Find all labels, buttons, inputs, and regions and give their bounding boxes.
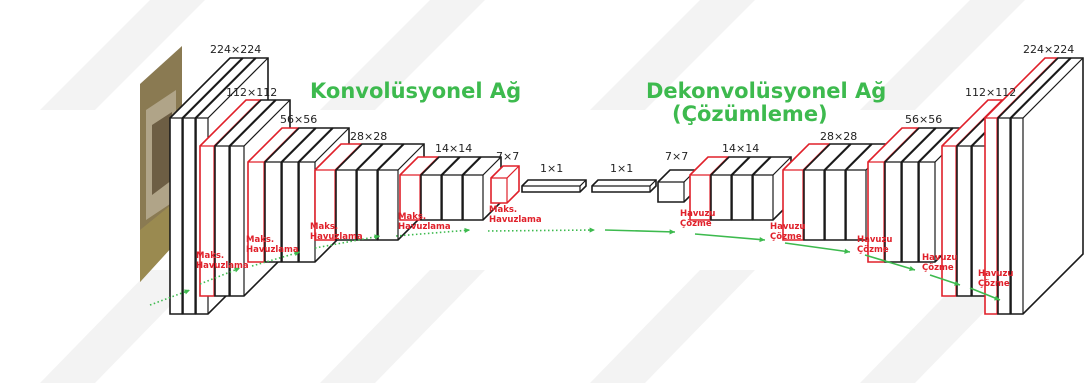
flow-arrow-head-3 [294,251,300,257]
pool-label-2-line1: Maks. [246,235,274,245]
pool-label-3-line2: Havuzlama [310,232,363,242]
flow-arrow-head-12 [994,295,1000,301]
flow-arrow-8 [694,233,766,241]
unpool-label-5-line2: Çözme [978,279,1010,289]
pool-label-4-line2: Havuzlama [398,222,451,232]
dim-label-enc-7: 7×7 [496,150,519,163]
dim-label-enc-14: 14×14 [435,142,472,155]
flow-arrow-head-7 [669,229,675,235]
decoder-subtitle: (Çözümleme) [672,102,828,126]
unpool-label-3-line1: Havuzu [857,235,892,245]
flow-arrow-9 [784,242,851,253]
dim-label-enc-112: 112×112 [226,86,277,99]
flow-arrow-7 [604,229,676,233]
flow-arrow-head-10 [909,265,915,271]
flow-arrow-6 [487,229,596,232]
unpool-label-3-line2: Çözme [857,245,889,255]
flow-arrow-head-1 [184,289,190,295]
pool-label-1-line1: Maks. [196,251,224,261]
dim-label-dec-224: 224×224 [1023,43,1074,56]
unpool-label-4-line1: Havuzu [922,253,957,263]
pool-label-1-line2: Havuzlama [196,261,249,271]
flow-arrows [149,227,1001,306]
dec-block-6-layer-3 [1010,57,1084,315]
flow-arrow-3 [251,251,301,267]
flow-arrow-head-8 [759,236,765,243]
unpool-label-1-line1: Havuzu [680,209,715,219]
dim-label-dec-112: 112×112 [965,86,1016,99]
dim-label-dec-7: 7×7 [665,150,688,163]
pool-label-4-line1: Maks. [398,212,426,222]
dim-label-enc-224: 224×224 [210,43,261,56]
dim-label-enc-28: 28×28 [350,130,387,143]
flow-arrow-head-9 [844,248,850,254]
decoder-title: Dekonvolüsyonel Ağ [646,79,886,103]
flow-arrow-head-6 [589,227,595,233]
unpool-label-2-line2: Çözme [770,232,802,242]
encoder-title: Konvolüsyonel Ağ [310,79,521,103]
dim-label-dec-56: 56×56 [905,113,942,126]
flow-arrow-head-2 [234,267,240,273]
unpool-label-4-line2: Çözme [922,263,954,273]
pool-label-5-line2: Havuzlama [489,215,542,225]
unpool-label-2-line1: Havuzu [770,222,805,232]
unpool-label-1-line2: Çözme [680,219,712,229]
flow-arrow-head-11 [954,280,960,286]
dim-label-dec-28: 28×28 [820,130,857,143]
pool-label-3-line1: Maks. [310,222,338,232]
pool-label-2-line2: Havuzlama [246,245,299,255]
flow-arrow-1 [149,289,191,306]
layer-stack [169,57,1084,315]
dim-label-fc2: 1×1 [610,162,633,175]
dim-label-dec-14: 14×14 [722,142,759,155]
dim-label-enc-56: 56×56 [280,113,317,126]
pool-label-5-line1: Maks. [489,205,517,215]
watermark [40,0,1025,383]
flow-arrow-head-5 [464,227,470,234]
flow-arrow-4 [314,235,381,249]
enc-block-6-layer-1 [490,165,520,204]
flow-arrow-5 [395,229,471,237]
flow-arrow-head-4 [374,234,380,240]
unpool-label-5-line1: Havuzu [978,269,1013,279]
dim-label-fc1: 1×1 [540,162,563,175]
flow-arrow-10 [864,254,916,271]
